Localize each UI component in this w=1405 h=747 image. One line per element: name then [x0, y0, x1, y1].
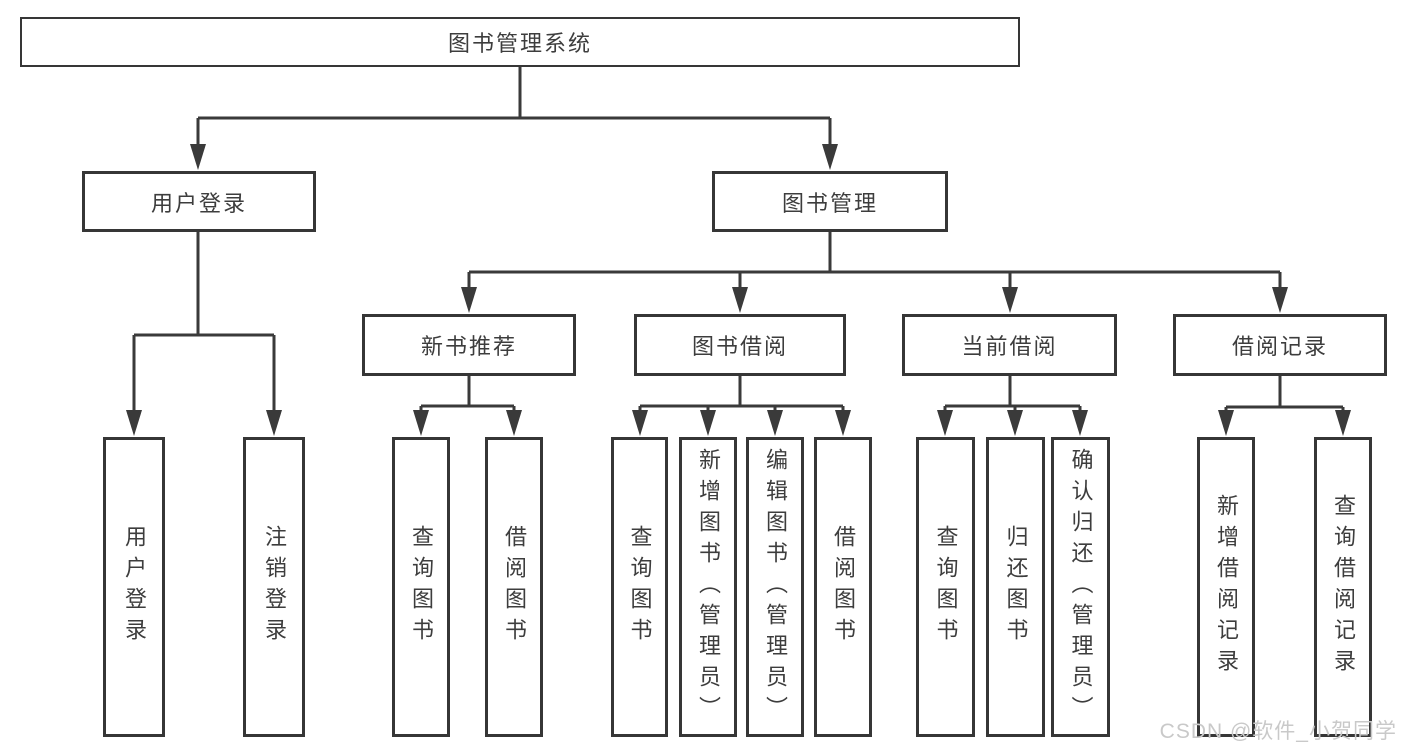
node-book-management: 图书管理	[712, 171, 948, 232]
arrowheads-new-books	[413, 410, 522, 436]
node-current-borrow: 当前借阅	[902, 314, 1117, 376]
node-label: 新增图书（管理员）	[696, 447, 721, 727]
node-new-books: 新书推荐	[362, 314, 576, 376]
node-label: 图书管理	[781, 190, 878, 216]
leaf-query-books-2: 查询图书	[611, 437, 668, 737]
node-label: 查询图书	[933, 525, 959, 649]
node-label: 用户登录	[150, 190, 247, 216]
node-root-system: 图书管理系统	[20, 17, 1020, 67]
node-label: 归还图书	[1003, 525, 1029, 649]
leaf-query-borrow-record: 查询借阅记录	[1314, 437, 1372, 737]
connector-user-login	[132, 232, 276, 412]
leaf-user-login: 用户登录	[103, 437, 165, 737]
node-label: 编辑图书（管理员）	[763, 447, 788, 727]
node-label: 图书管理系统	[447, 31, 592, 56]
connector-borrow-records	[1224, 376, 1345, 413]
connector-root	[196, 67, 832, 146]
node-user-login: 用户登录	[82, 171, 316, 232]
node-borrow-records: 借阅记录	[1173, 314, 1387, 376]
connector-new-books	[419, 376, 516, 413]
connector-book-borrow	[638, 376, 845, 413]
node-label: 当前借阅	[961, 334, 1058, 359]
node-label: 借阅记录	[1231, 334, 1328, 359]
node-label: 新书推荐	[420, 334, 517, 359]
node-label: 新增借阅记录	[1214, 494, 1239, 680]
node-label: 查询图书	[409, 525, 434, 649]
leaf-borrow-books-1: 借阅图书	[485, 437, 543, 737]
arrowheads-book-management	[461, 287, 1288, 313]
arrowheads-user-login	[126, 410, 282, 436]
arrowheads-borrow-records	[1218, 410, 1351, 436]
node-label: 用户登录	[122, 525, 147, 649]
leaf-add-book-admin: 新增图书（管理员）	[679, 437, 737, 737]
leaf-borrow-books-2: 借阅图书	[814, 437, 872, 737]
leaf-add-borrow-record: 新增借阅记录	[1197, 437, 1255, 737]
node-label: 注销登录	[262, 525, 287, 649]
arrowheads-current-borrow	[937, 410, 1088, 436]
node-label: 借阅图书	[831, 525, 856, 649]
leaf-query-books-1: 查询图书	[392, 437, 450, 737]
leaf-return-book: 归还图书	[986, 437, 1045, 737]
arrowheads-book-borrow	[632, 410, 851, 436]
node-label: 图书借阅	[691, 334, 788, 359]
node-label: 查询图书	[627, 525, 653, 649]
node-label: 确认归还（管理员）	[1068, 447, 1094, 727]
leaf-edit-book-admin: 编辑图书（管理员）	[746, 437, 804, 737]
leaf-confirm-return-admin: 确认归还（管理员）	[1051, 437, 1110, 737]
leaf-query-books-3: 查询图书	[916, 437, 975, 737]
connector-current-borrow	[943, 376, 1082, 413]
connector-book-management	[467, 232, 1282, 290]
arrowheads-root	[190, 144, 838, 170]
csdn-watermark: CSDN @软件_小贺同学	[1159, 720, 1397, 743]
leaf-logout: 注销登录	[243, 437, 305, 737]
node-label: 查询借阅记录	[1331, 494, 1356, 680]
node-book-borrow: 图书借阅	[634, 314, 846, 376]
node-label: 借阅图书	[502, 525, 527, 649]
